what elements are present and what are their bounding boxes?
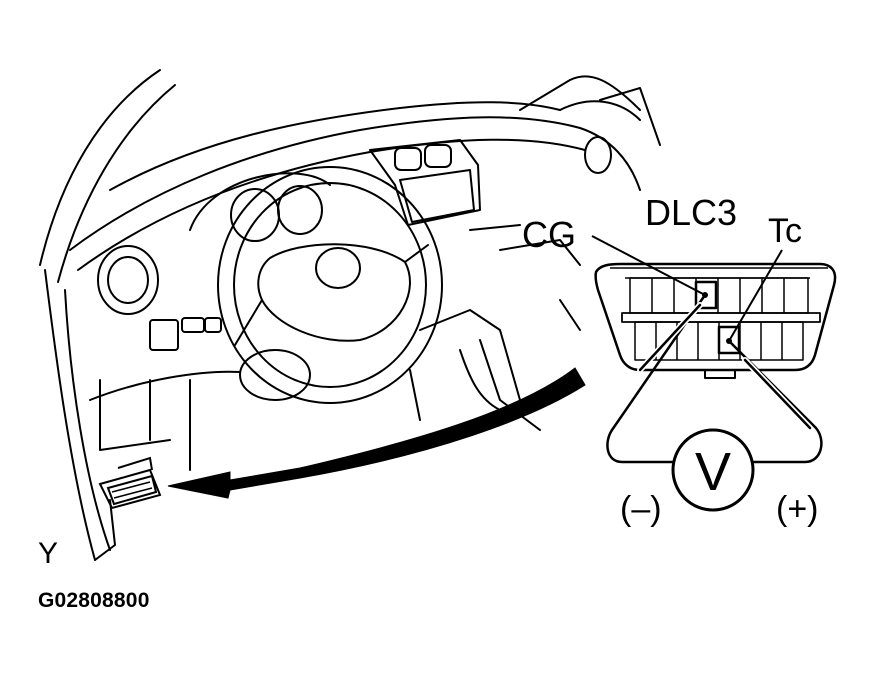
dashboard-illustration	[39, 69, 661, 561]
minus-polarity-label: (–)	[620, 490, 662, 528]
dlc3-label: DLC3	[645, 192, 737, 233]
dlc3-connector-enlarged	[594, 262, 837, 379]
voltmeter-circle	[671, 428, 755, 512]
cg-label: CG	[522, 214, 576, 255]
pointer-arrow	[167, 367, 586, 499]
tc-label: Tc	[768, 212, 802, 250]
figure-code: G02808800	[38, 589, 150, 612]
dlc3-under-dash-connector	[98, 456, 162, 510]
view-label: Y	[38, 537, 59, 570]
voltmeter-symbol: V	[695, 442, 731, 502]
voltmeter-circuit	[606, 293, 823, 464]
plus-polarity-label: (+)	[776, 490, 819, 528]
label-leader-lines	[591, 235, 783, 342]
